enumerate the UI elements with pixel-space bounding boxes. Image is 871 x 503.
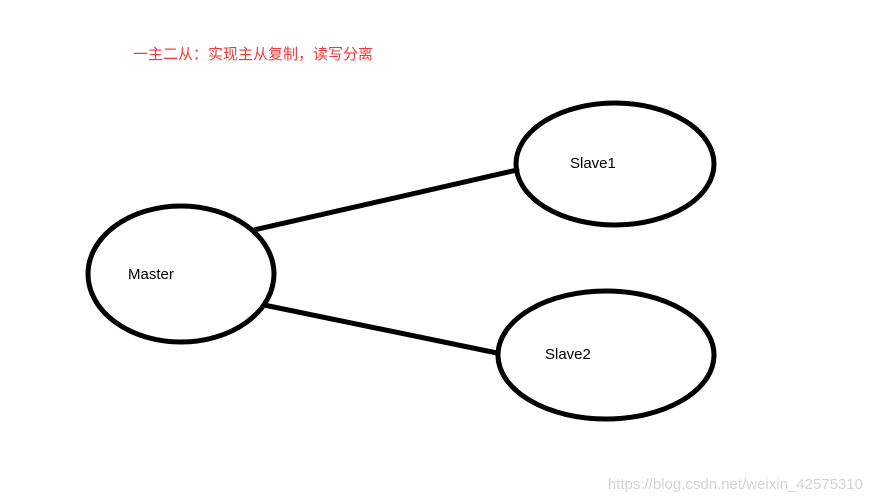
- master-node-label: Master: [128, 266, 174, 283]
- slave2-node-label: Slave2: [545, 346, 591, 363]
- slave1-node-label: Slave1: [570, 155, 616, 172]
- diagram-title: 一主二从：实现主从复制，读写分离: [133, 45, 374, 63]
- watermark-text: https://blog.csdn.net/weixin_42575310: [607, 476, 863, 493]
- master-node: [85, 203, 277, 345]
- connector-master-slave1: [251, 167, 520, 233]
- slave2-node: [495, 288, 717, 422]
- slave1-node: [513, 100, 717, 228]
- connector-master-slave2: [261, 302, 500, 356]
